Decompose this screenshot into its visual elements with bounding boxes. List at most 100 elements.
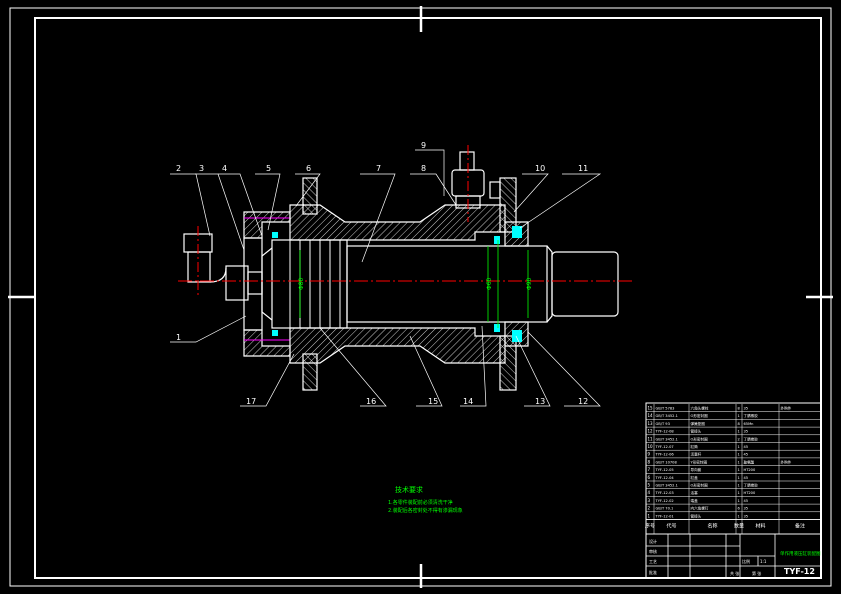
bom-item-number: 8 [648, 459, 651, 464]
callout-9: 9 [421, 141, 426, 150]
tb-label-sheet-no: 第 张 [752, 570, 761, 576]
bom-material: HT200 [744, 491, 756, 495]
callout-7: 7 [376, 164, 381, 173]
dimension-label-1: Φ60 [486, 277, 493, 290]
dimension-lines [299, 240, 529, 328]
bom-row: 7 TYF-12-05 导向套 1 HT200 [646, 467, 821, 474]
callout-15: 15 [428, 397, 438, 406]
bom-remark: 外购件 [781, 459, 792, 464]
bom-header-cell: 数量 [734, 523, 744, 530]
bom-qty: 6 [738, 507, 741, 511]
bom-name: 活塞杆 [691, 452, 702, 457]
bom-code: TYF-12-03 [655, 491, 674, 495]
barrel-upper [289, 204, 506, 241]
bom-code: GB/T 10708 [656, 460, 678, 464]
notes-title: 技术要求 [395, 485, 423, 494]
bom-material: 丁腈橡胶 [744, 483, 759, 488]
callout-12: 12 [578, 397, 588, 406]
bom-qty: 2 [738, 437, 740, 441]
left-flange-lower [302, 353, 318, 391]
rod-end-cap [551, 251, 619, 317]
part-callouts: 1 2 3 4 5 6 7 8 9 10 11 12 13 14 15 16 1… [176, 141, 588, 406]
bom-item-number: 15 [648, 406, 654, 411]
drawing-number: TYF-12 [784, 567, 815, 576]
notes-line-2: 2.装配后各密封处不得有渗漏现象 [388, 507, 463, 514]
bom-name: 缸盖 [691, 475, 699, 480]
bom-header-cell: 代号 [666, 523, 676, 530]
bom-item-number: 11 [648, 436, 654, 441]
bom-material: 45 [744, 476, 749, 480]
bom-material: 65Mn [744, 422, 754, 426]
bom-qty: 1 [738, 445, 740, 449]
bom-material: 45 [744, 453, 749, 457]
callout-8: 8 [421, 164, 426, 173]
bom-code: TYF-12-01 [655, 514, 674, 518]
tb-label-review: 审核 [649, 548, 657, 554]
bom-qty: 1 [738, 491, 740, 495]
bom-item-number: 2 [648, 506, 651, 511]
bom-name: Y形密封圈 [691, 459, 708, 464]
bom-qty: 1 [738, 430, 740, 434]
end-cap-upper [243, 211, 291, 239]
bom-code: GB/T 70.1 [656, 507, 674, 511]
bom-item-number: 6 [648, 475, 651, 480]
title-block-text: 设计 审核 工艺 批准 比例 1:1 共 张 第 张 [649, 538, 767, 576]
dimension-label-2: Φ90 [526, 277, 533, 290]
bom-material: HT200 [744, 468, 756, 472]
bom-item-number: 4 [648, 490, 651, 495]
tb-scale-value: 1:1 [760, 559, 767, 564]
cylinder-assembly [183, 151, 619, 391]
bom-qty: 1 [738, 476, 740, 480]
bom-name: 导向套 [691, 467, 702, 472]
drawing-name: 单作用液压缸装配图 [780, 550, 821, 557]
bom-qty: 1 [738, 499, 740, 503]
bom-header-cell: 序号 [645, 523, 655, 530]
rod-end [546, 245, 553, 323]
bom-item-number: 3 [648, 498, 651, 503]
bom-material: 丁腈橡胶 [744, 413, 759, 418]
bom-qty: 8 [738, 407, 741, 411]
end-cap-body [243, 237, 263, 331]
bom-code: GB/T 93 [656, 422, 670, 426]
left-port-nut [225, 265, 249, 301]
bom-material: 45 [744, 445, 749, 449]
bom-name: 内六角螺钉 [691, 506, 709, 511]
bom-material: 45 [744, 499, 749, 503]
dimension-label-0: Φ80 [298, 277, 305, 290]
bom-item-number: 7 [648, 467, 651, 472]
bom-name: 管接头 [691, 429, 702, 434]
callout-leaders [170, 149, 602, 407]
seals [272, 226, 522, 342]
bom-item-number: 14 [648, 413, 654, 418]
bom-code: GB/T 5783 [656, 407, 675, 411]
bom-code: TYF-12-08 [655, 430, 675, 434]
callout-16: 16 [366, 397, 376, 406]
bom-name: O形密封圈 [691, 413, 709, 418]
callout-1: 1 [176, 333, 181, 342]
bom-qty: 1 [738, 414, 740, 418]
bom-qty: 1 [738, 468, 740, 472]
bom-code: TYF-12-06 [655, 453, 675, 457]
bom-qty: 1 [738, 484, 740, 488]
bom-code: TYF-12-05 [655, 468, 674, 472]
bom-material: 丁腈橡胶 [744, 436, 759, 441]
callout-10: 10 [535, 164, 545, 173]
bom-header-cell: 备注 [795, 523, 805, 530]
callout-6: 6 [306, 164, 311, 173]
tb-label-approve: 批准 [649, 569, 657, 575]
bom-code: TYF-12-02 [655, 499, 674, 503]
notes-line-1: 1.各零件装配前必须清洗干净 [388, 499, 453, 506]
callout-13: 13 [535, 397, 545, 406]
bom-material: 聚氨酯 [744, 459, 755, 464]
callout-14: 14 [463, 397, 473, 406]
